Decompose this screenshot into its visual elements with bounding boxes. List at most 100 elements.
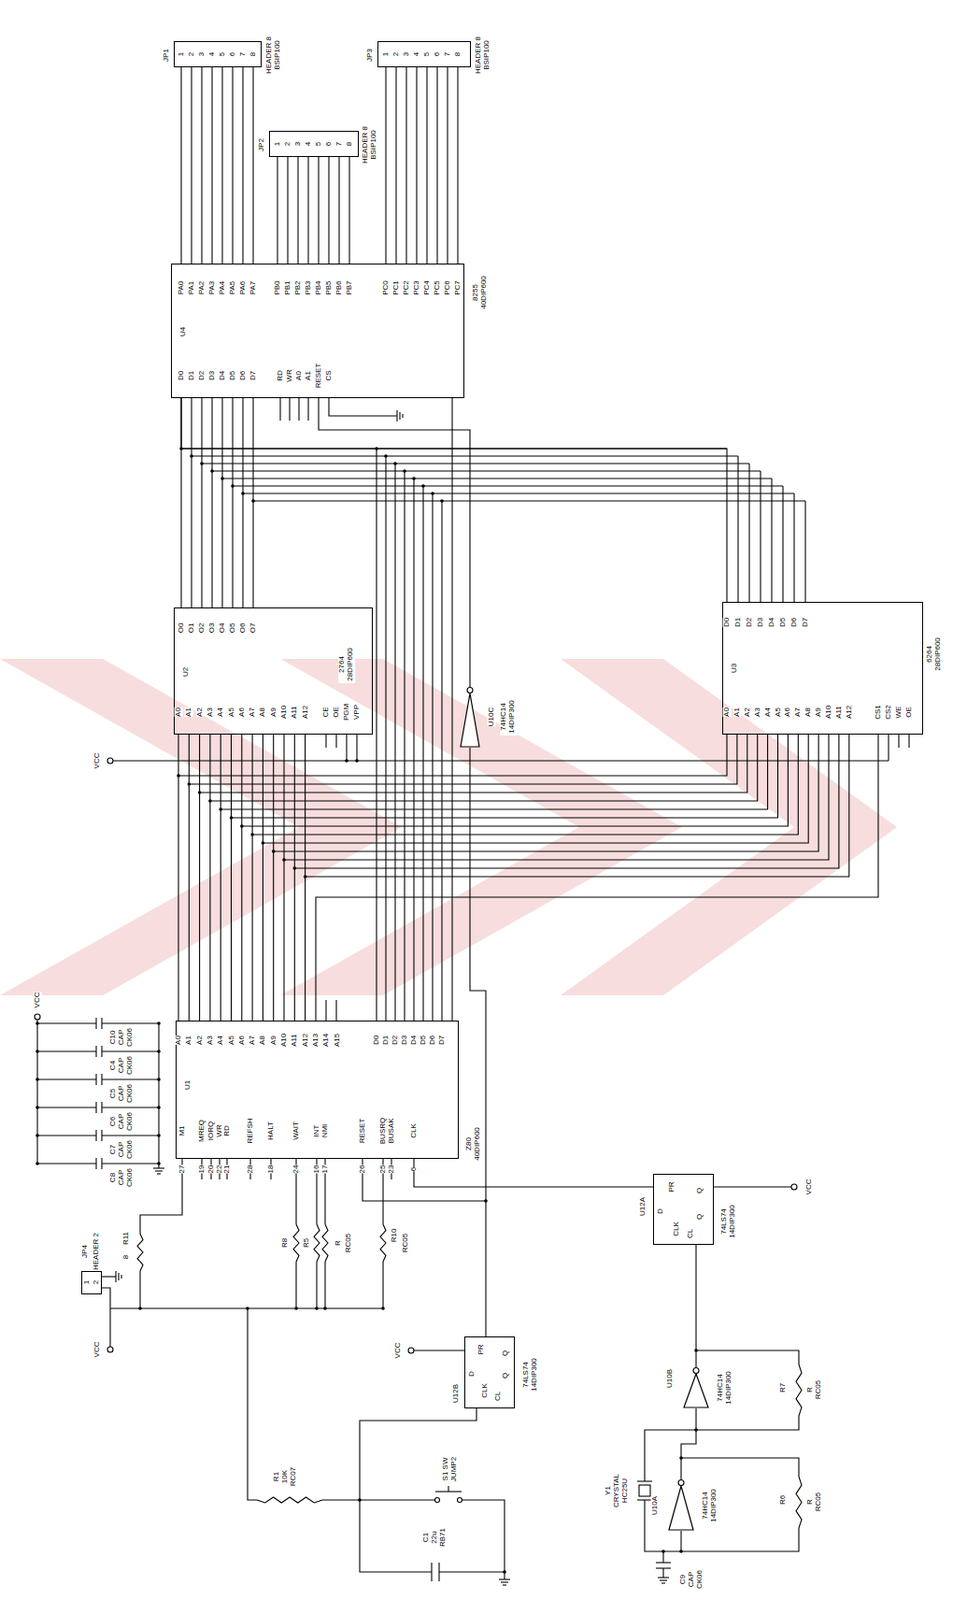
schematic-label: D5 — [419, 1035, 428, 1045]
schematic-label: 18 — [267, 1165, 276, 1174]
bus-connector — [384, 67, 386, 264]
wire — [680, 1530, 682, 1551]
address-bus-line — [294, 734, 296, 1021]
watermark-chevron — [560, 658, 897, 996]
wire — [345, 734, 347, 761]
address-bus-line — [210, 734, 758, 801]
switch-contact — [457, 1497, 463, 1503]
schematic-label: 28 — [246, 1165, 256, 1174]
schematic-label: R RC05 — [806, 1378, 824, 1401]
schematic-label: D7 — [438, 1035, 447, 1045]
schematic-label: PA0 — [177, 281, 186, 296]
capacitor-symbol — [95, 1101, 97, 1113]
switch-symbol — [447, 1485, 449, 1492]
schematic-label: Q — [501, 1372, 511, 1379]
address-bus-line — [284, 734, 829, 860]
part-type: Z80 40DIP600 — [465, 1124, 483, 1163]
wiring — [34, 67, 910, 1585]
schematic-label: D1 — [382, 1035, 391, 1045]
data-bus-line — [252, 398, 254, 608]
schematic-label: D4 — [218, 370, 228, 381]
schematic-label: A9 — [269, 1035, 278, 1045]
junction-dot — [240, 824, 244, 828]
schematic-label: D3 — [400, 1035, 410, 1045]
schematic-label: Q — [501, 1350, 511, 1356]
wire — [644, 1415, 799, 1481]
crystal-symbol — [637, 1479, 653, 1481]
schematic-label: D5 — [228, 370, 238, 381]
inverter-bubble — [678, 1479, 684, 1486]
schematic-label: O1 — [187, 623, 197, 634]
part-type: HEADER 8 BSIP100 — [361, 124, 379, 166]
junction-dot — [156, 1021, 161, 1025]
data-bus-line — [191, 455, 739, 456]
data-bus-line — [212, 469, 761, 471]
schematic-label: 2 — [392, 52, 401, 57]
schematic-label: R1 10K RC07 — [272, 1465, 298, 1488]
schematic-label: A1 — [184, 1035, 194, 1045]
schematic-label: 4 — [304, 142, 313, 146]
junction-dot — [199, 461, 204, 466]
part-reference: U10B — [666, 1368, 675, 1388]
wire — [439, 1570, 505, 1572]
schematic-label: A12 — [300, 1033, 310, 1047]
schematic-label: 27 — [178, 1165, 187, 1174]
watermark-chevron — [280, 658, 683, 996]
part-type: HEADER 8 BSIP100 — [265, 34, 283, 76]
wire — [359, 1408, 477, 1500]
schematic-label: RC05 — [401, 1233, 411, 1252]
schematic-label: CLK — [672, 1221, 682, 1237]
schematic-label: A6 — [237, 1035, 246, 1045]
inverter-gate: U10B74HC14 14DIP300 — [682, 1366, 710, 1409]
junction-dot — [412, 476, 416, 481]
address-bus-line — [273, 734, 819, 852]
junction-dot — [35, 1021, 40, 1025]
ground-symbol — [120, 1274, 122, 1279]
schematic-label: A12 — [844, 705, 854, 719]
vcc-line — [113, 759, 889, 761]
schematic-label: D3 — [208, 370, 217, 381]
data-bus-line — [431, 493, 433, 1021]
wire — [157, 1023, 159, 1168]
port-line — [231, 67, 233, 264]
schematic-label: PC6 — [443, 280, 453, 296]
wire — [713, 1185, 792, 1187]
schematic-label: D1 — [187, 370, 197, 381]
capacitor-symbol — [95, 1045, 97, 1057]
schematic-label: CL — [686, 1228, 696, 1238]
schematic-label: 8 — [345, 142, 355, 146]
port-line — [348, 156, 350, 264]
junction-dot — [35, 1105, 40, 1110]
data-bus-line — [403, 470, 405, 1021]
ground-symbol — [500, 1580, 509, 1582]
schematic-label: O7 — [249, 623, 258, 634]
junction-dot — [402, 469, 407, 473]
port-line — [436, 67, 438, 264]
junction-dot — [502, 1569, 507, 1574]
junction-dot — [189, 454, 194, 458]
schematic-label: A2 — [742, 707, 752, 717]
junction-dot — [198, 790, 202, 795]
schematic-label: 2 — [187, 52, 197, 57]
data-bus-line — [793, 493, 795, 602]
resistor-symbol — [137, 1233, 143, 1271]
part-type: 74HC14 14DIP300 — [716, 1368, 734, 1407]
schematic-label: R6 — [779, 1494, 788, 1505]
data-bus-line — [201, 462, 750, 464]
part-type: 8255 40DIP600 — [471, 273, 489, 312]
schematic-label: A8 — [258, 1035, 268, 1045]
capacitor-symbol — [95, 1017, 97, 1029]
schematic-label: PA5 — [228, 281, 238, 296]
schematic-label: A7 — [248, 707, 257, 717]
schematic-label: 17 — [321, 1165, 330, 1174]
schematic-label: CS — [325, 369, 334, 381]
schematic-label: VCC — [805, 1179, 814, 1195]
schematic-label: PA7 — [249, 281, 258, 296]
schematic-label: A3 — [753, 707, 762, 717]
schematic-label: A0 — [174, 1035, 184, 1045]
bus-connector — [177, 734, 179, 1021]
schematic-label: VCC — [93, 753, 102, 769]
ground-symbol — [661, 1581, 666, 1583]
schematic-label: WAIT — [292, 1121, 301, 1140]
part-reference: U10C — [487, 707, 497, 726]
